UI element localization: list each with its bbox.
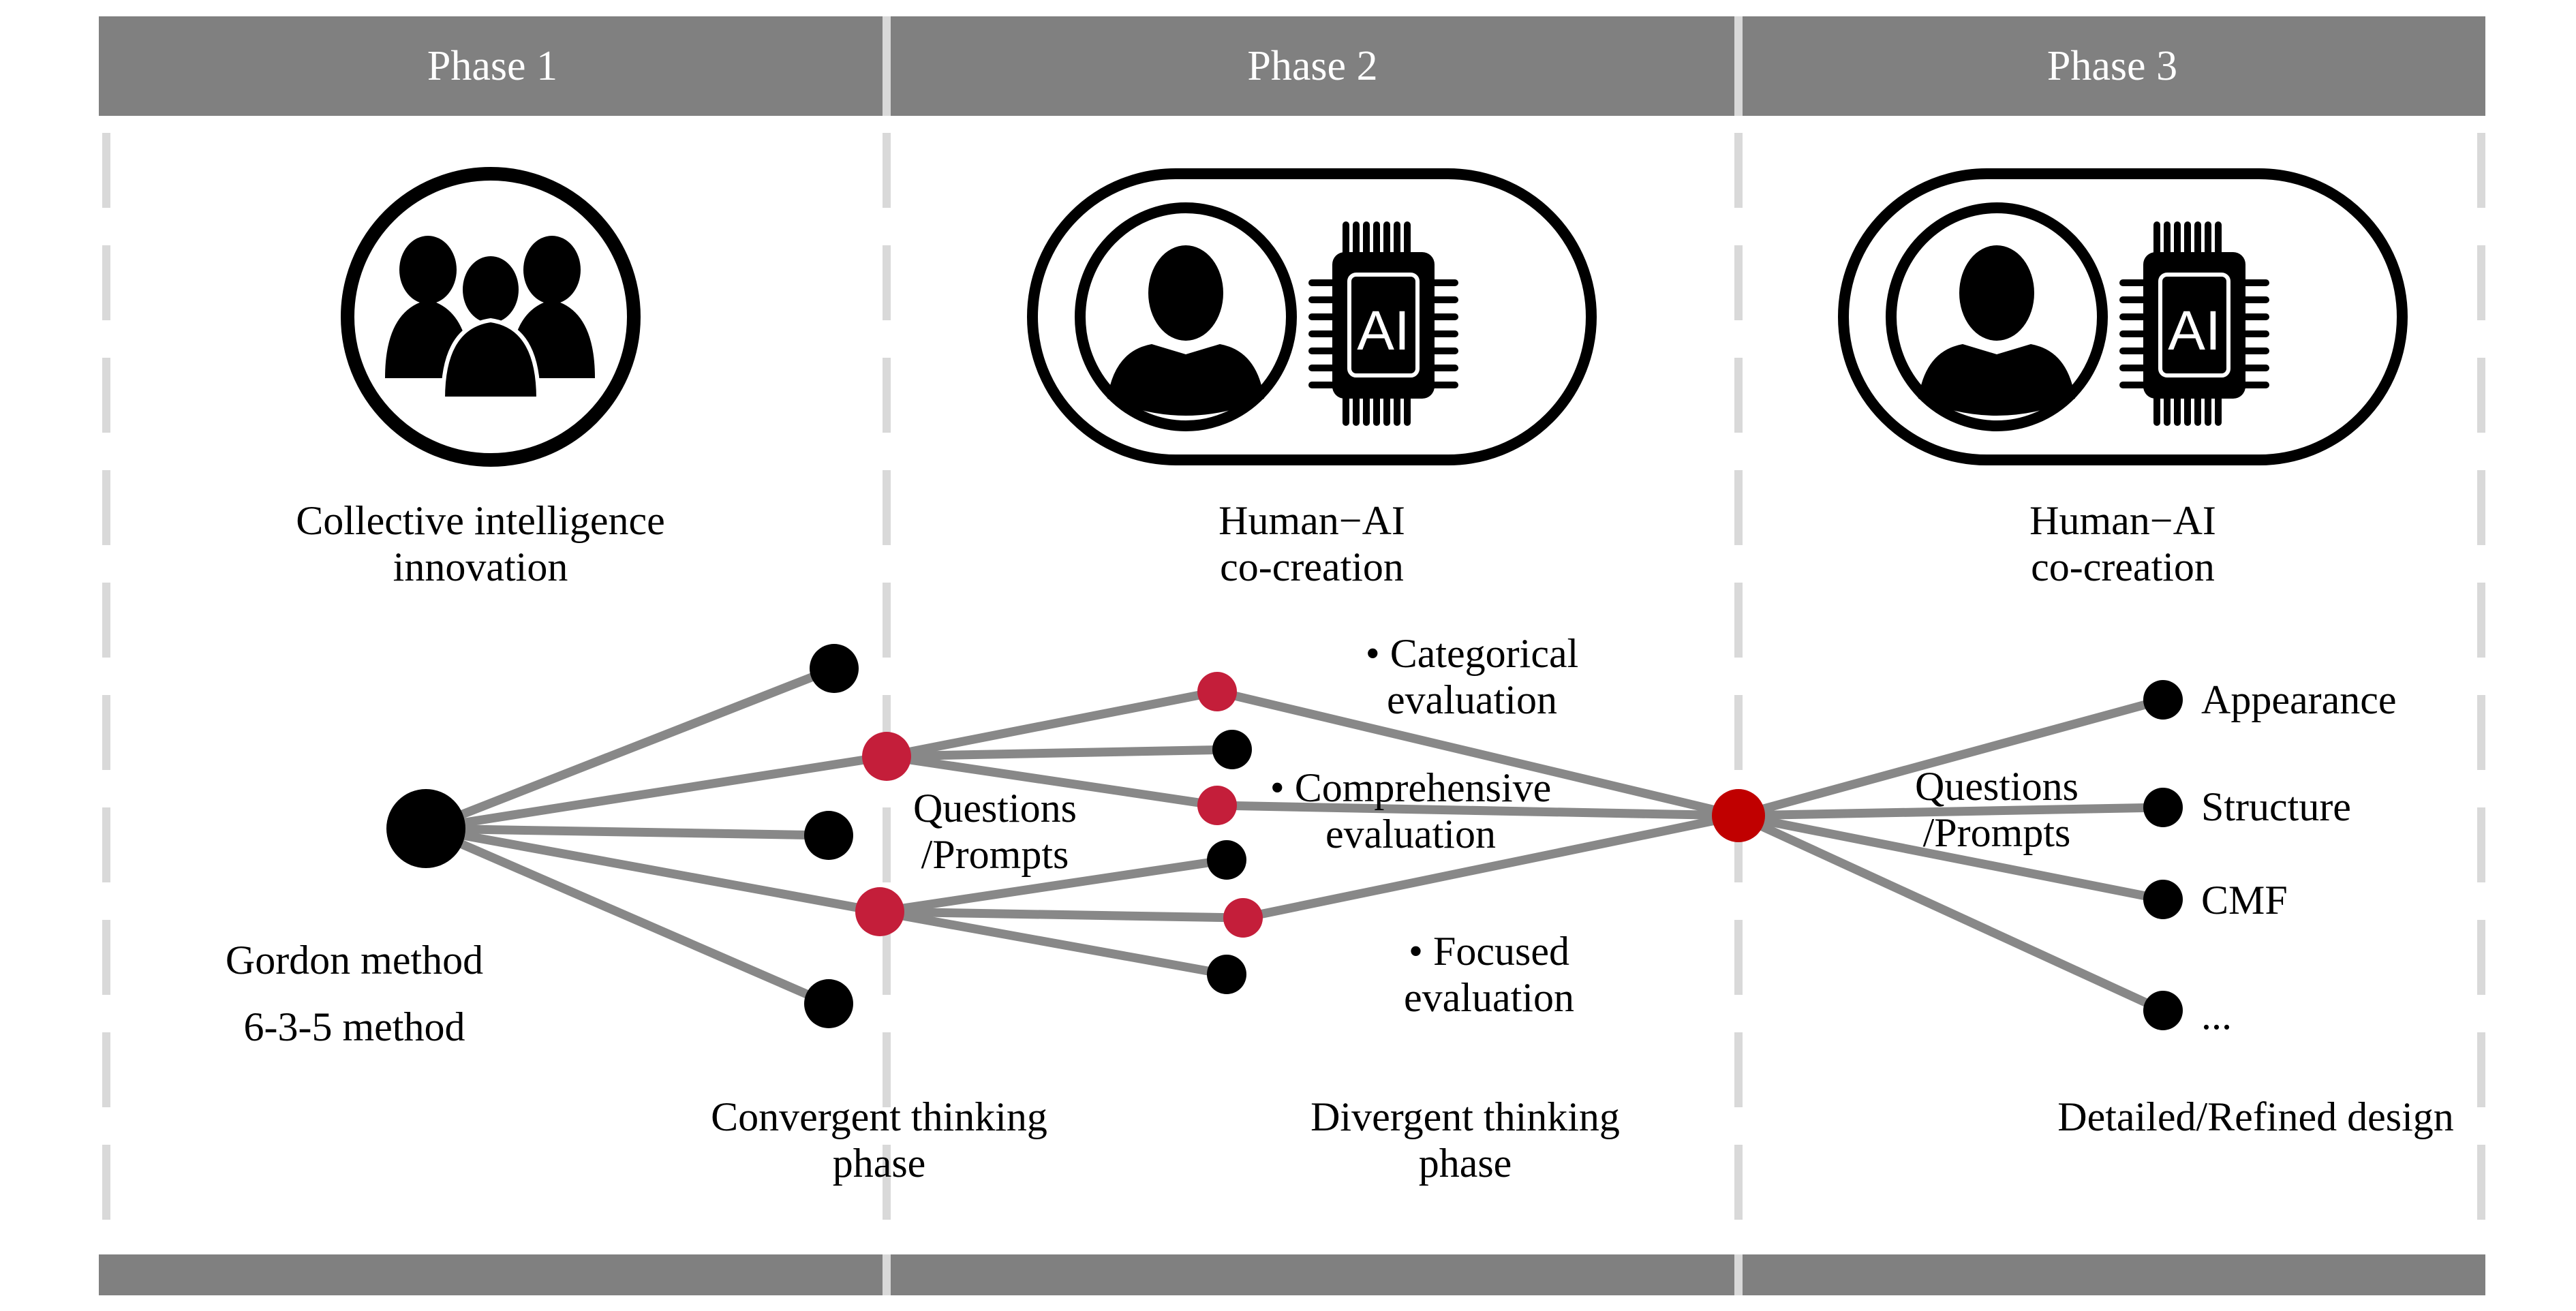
method-635: 6-3-5 method xyxy=(243,1004,465,1049)
categorical-evaluation: • Categorical evaluation xyxy=(1336,630,1608,723)
label-line: Questions xyxy=(913,786,1077,831)
edge xyxy=(425,824,829,840)
edge xyxy=(886,745,1233,761)
title-line: innovation xyxy=(393,544,568,589)
column-2-title: Human−AI co-creation xyxy=(1032,497,1591,590)
footer-divider xyxy=(883,1254,891,1295)
node-hub xyxy=(1712,789,1765,842)
chip-ai-text: AI xyxy=(1357,300,1409,362)
header-bar xyxy=(99,16,2485,116)
label-line: • Comprehensive xyxy=(1270,765,1552,810)
method-gordon: Gordon method xyxy=(225,938,484,983)
edge xyxy=(1738,803,2164,820)
detailed-design-caption: Detailed/Refined design xyxy=(2057,1094,2454,1139)
node-black xyxy=(804,979,853,1028)
node-red xyxy=(1197,672,1237,711)
edge xyxy=(886,752,1218,810)
edge xyxy=(425,824,881,916)
edge xyxy=(424,664,836,833)
node-output xyxy=(2143,991,2183,1030)
phase-3-label: Phase 3 xyxy=(2046,43,2178,89)
edge xyxy=(1737,695,2164,820)
phase-2-label: Phase 2 xyxy=(1247,43,1378,89)
human-ai-icon: AI xyxy=(1838,168,2408,465)
edge xyxy=(879,855,1227,916)
human-ai-icon: AI xyxy=(1027,168,1597,465)
label-line: • Focused xyxy=(1409,929,1569,974)
node-black xyxy=(1207,840,1246,880)
header-divider xyxy=(1734,16,1743,116)
edge xyxy=(1737,811,2164,904)
node-red xyxy=(855,887,904,936)
label-line: evaluation xyxy=(1325,812,1496,857)
column-3-title: Human−AI co-creation xyxy=(1843,497,2402,590)
edge xyxy=(879,907,1244,923)
edge xyxy=(1216,801,1739,820)
edge xyxy=(1736,812,2165,1015)
output-appearance: Appearance xyxy=(2201,677,2397,722)
output-more: ... xyxy=(2201,993,2232,1038)
chip-icon: AI xyxy=(2119,221,2269,426)
nodes xyxy=(386,644,2183,1030)
label-line: /Prompts xyxy=(921,832,1069,877)
chip-ai-text: AI xyxy=(2168,300,2220,362)
title-line: co-creation xyxy=(1220,544,1404,589)
label-line: evaluation xyxy=(1387,677,1557,722)
node-red xyxy=(1223,898,1263,938)
label-line: Divergent thinking xyxy=(1310,1094,1620,1139)
edge xyxy=(424,824,831,1008)
footer-bar xyxy=(99,1254,2485,1295)
title-line: Human−AI xyxy=(2029,498,2216,543)
node-red xyxy=(862,732,911,781)
edge xyxy=(1216,687,1740,820)
node-black xyxy=(1212,730,1252,769)
questions-prompts-right: Questions /Prompts xyxy=(1888,763,2106,856)
label-line: Convergent thinking xyxy=(711,1094,1047,1139)
edges xyxy=(424,664,2165,1015)
node-output xyxy=(2143,880,2183,919)
node-black xyxy=(1207,955,1246,994)
label-line: Questions xyxy=(1915,764,2079,809)
label-line: /Prompts xyxy=(1922,810,2071,855)
edge xyxy=(1242,811,1740,923)
convergent-phase-caption: Convergent thinking phase xyxy=(675,1094,1084,1186)
method-label: Gordon method 6-3-5 method xyxy=(170,927,538,1060)
node-output xyxy=(2143,680,2183,720)
node-red xyxy=(1197,786,1237,825)
output-structure: Structure xyxy=(2201,784,2351,829)
label-line: • Categorical xyxy=(1365,631,1579,676)
edge xyxy=(425,752,888,833)
node-black xyxy=(804,811,853,860)
divergent-phase-caption: Divergent thinking phase xyxy=(1274,1094,1656,1186)
focused-evaluation: • Focused evaluation xyxy=(1363,928,1615,1021)
node-output xyxy=(2143,788,2183,827)
edge xyxy=(885,687,1218,761)
node-root xyxy=(386,789,465,868)
label-line: phase xyxy=(832,1141,926,1186)
footer-divider xyxy=(1734,1254,1743,1295)
comprehensive-evaluation: • Comprehensive evaluation xyxy=(1240,765,1581,857)
title-line: co-creation xyxy=(2031,544,2215,589)
output-cmf: CMF xyxy=(2201,878,2288,923)
title-line: Collective intelligence xyxy=(296,498,665,543)
people-group-icon xyxy=(341,167,641,467)
label-line: evaluation xyxy=(1404,975,1574,1020)
node-black xyxy=(810,644,859,693)
questions-prompts-left: Questions /Prompts xyxy=(886,785,1104,878)
title-line: Human−AI xyxy=(1218,498,1405,543)
edge xyxy=(878,907,1228,979)
label-line: phase xyxy=(1418,1141,1512,1186)
header-divider xyxy=(883,16,891,116)
phase-1-label: Phase 1 xyxy=(427,43,558,89)
column-1-title: Collective intelligence innovation xyxy=(204,497,756,590)
chip-icon: AI xyxy=(1308,221,1458,426)
